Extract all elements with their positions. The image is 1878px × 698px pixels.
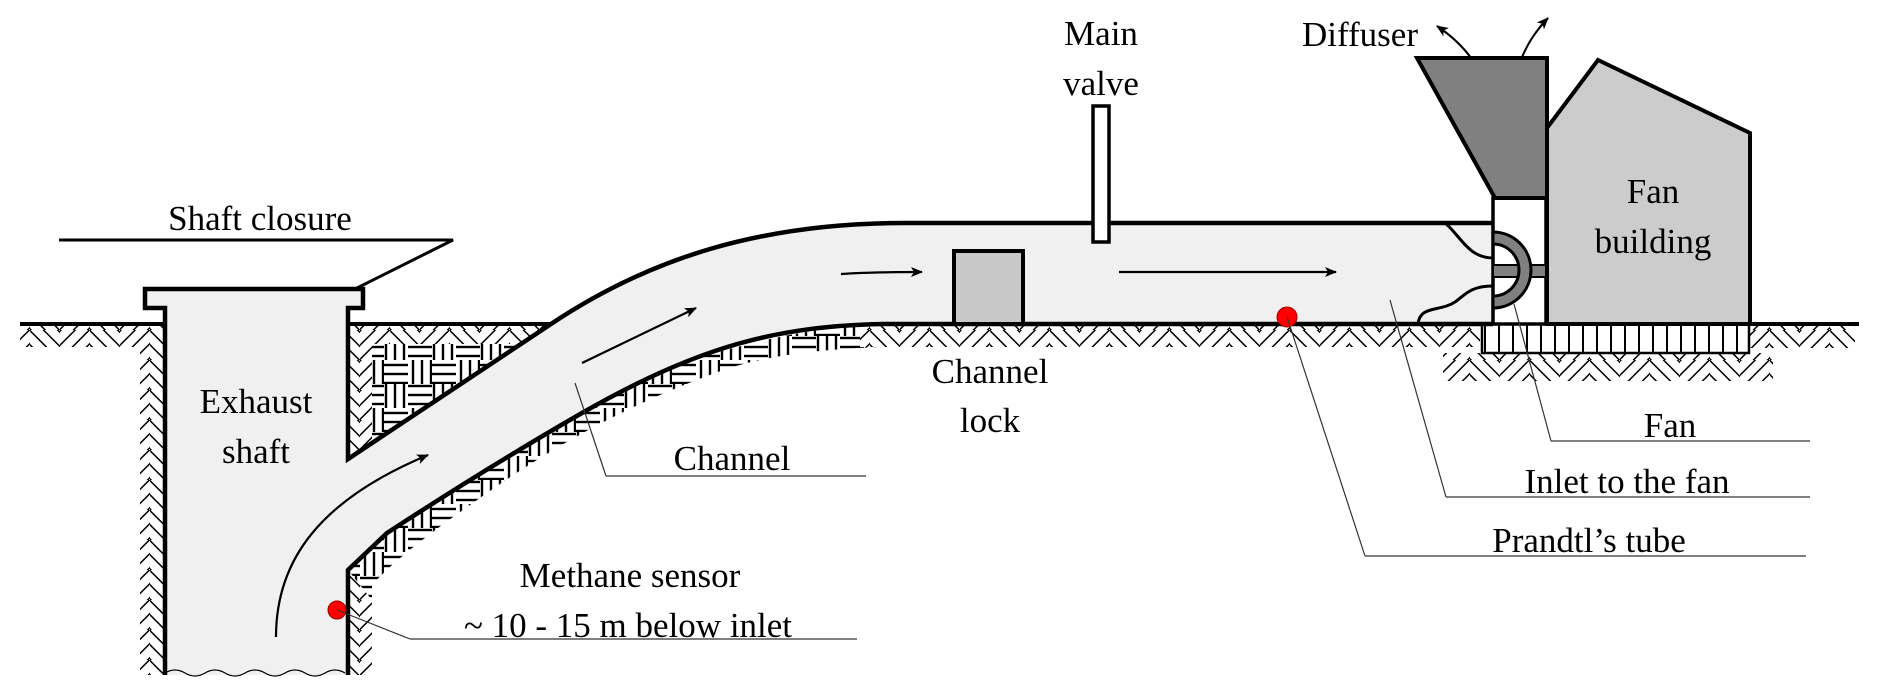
inlet-upper-curve	[1444, 221, 1494, 260]
fan-leader	[1513, 303, 1552, 442]
inlet-lower-curve	[1416, 284, 1494, 325]
exhaust-shaft-body	[145, 223, 1493, 675]
fan-building-body	[1545, 57, 1752, 326]
flow-arrow-icon	[840, 267, 923, 278]
diffuser-label: Diffuser	[1302, 15, 1418, 54]
shaft-closure-leader	[59, 238, 454, 291]
channel-lock-label-line1: Channel	[932, 352, 1049, 391]
methane-leader	[336, 609, 411, 640]
foundation-lower-hatch	[1443, 353, 1773, 381]
methane-sensor-label-line1: Methane sensor	[520, 556, 741, 595]
shaft-closure-label: Shaft closure	[168, 199, 352, 238]
air-path	[59, 220, 1493, 677]
fan-label: Fan	[1644, 406, 1697, 445]
fan-building-label-line1: Fan	[1627, 172, 1680, 211]
shaft-left-wall	[142, 286, 553, 675]
shaft-left-wall-hatch	[140, 324, 165, 675]
flow-arrow-icon	[581, 307, 697, 364]
prandtl-leader	[1286, 316, 1366, 557]
prandtl-tube-label: Prandtl’s tube	[1492, 521, 1685, 560]
exhaust-shaft-label-line2: shaft	[222, 432, 290, 471]
exhaust-shaft-label-line1: Exhaust	[200, 382, 313, 421]
channel-upper-wall	[549, 220, 1493, 326]
main-valve-label-line1: Main	[1064, 14, 1138, 53]
channel-label: Channel	[674, 439, 791, 478]
ground-hatch-middle	[860, 324, 1480, 347]
main-valve-plate	[1091, 104, 1111, 244]
channel-lock-label-line2: lock	[960, 401, 1021, 440]
ground-hatch-left	[20, 324, 165, 347]
main-valve-label-line2: valve	[1063, 64, 1139, 103]
wedge-hatch-inner	[348, 324, 372, 459]
foundation	[1480, 322, 1751, 355]
channel-lower-wall	[345, 321, 1493, 675]
fan-building-label-line2: building	[1595, 222, 1712, 261]
wedge-hatch-upper	[372, 324, 551, 344]
inlet-to-fan-label: Inlet to the fan	[1524, 462, 1729, 501]
ground	[20, 322, 1859, 675]
shaft-bottom-wavy	[164, 669, 346, 677]
channel-lock-box	[952, 249, 1025, 326]
diffuser-body	[1413, 56, 1549, 200]
channel-leader	[574, 382, 607, 477]
inlet-leader	[1389, 299, 1447, 498]
fan-rotor	[1491, 230, 1533, 310]
ground-hatch-right	[1749, 324, 1855, 348]
flow-arrow-icon	[274, 453, 429, 638]
methane-sensor-label-line2: ~ 10 - 15 m below inlet	[464, 606, 792, 645]
